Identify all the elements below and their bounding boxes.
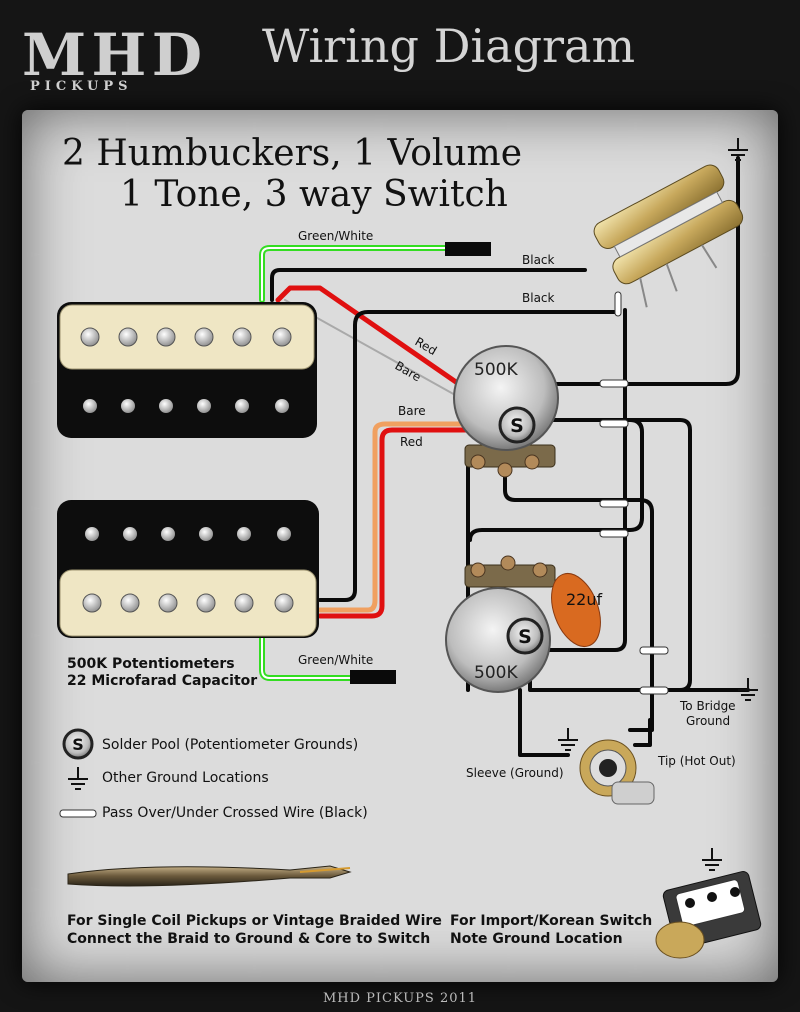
wire-ground-loop-right	[518, 156, 740, 386]
spec-potentiometers: 500K Potentiometers	[67, 656, 235, 672]
wire-tip	[633, 718, 652, 747]
legend: S Solder Pool (Potentiometer Grounds) Ot…	[59, 728, 368, 821]
label-tip: Tip (Hot Out)	[657, 754, 736, 768]
wire-red-neck	[275, 285, 511, 421]
note-braid-line1: For Single Coil Pickups or Vintage Braid…	[67, 913, 442, 929]
header-title: Wiring Diagram	[262, 19, 635, 73]
wire-ground-bridge	[528, 658, 750, 692]
ground-icon	[68, 767, 88, 790]
note-braid-line2: Connect the Braid to Ground & Core to Sw…	[67, 931, 430, 947]
pass-over-markers	[599, 291, 669, 695]
wire-green-white-bridge-stripe	[261, 629, 351, 679]
wire-green-white-neck	[259, 245, 448, 303]
capacitor-value: 22uf	[566, 590, 603, 609]
ground-icon	[738, 678, 758, 701]
ground-icon	[702, 848, 722, 871]
wire-black-bridge	[318, 310, 620, 602]
diagram-title-line1: 2 Humbuckers, 1 Volume	[62, 133, 522, 174]
bridge-cream-screws	[82, 593, 294, 613]
output-jack	[579, 739, 655, 805]
legend-solder-pool: Solder Pool (Potentiometer Grounds)	[102, 737, 358, 753]
solder-pool-icon: S	[62, 728, 94, 760]
label-bare-1: Bare	[393, 358, 424, 384]
solder-pool-volume: S	[498, 406, 536, 444]
label-ground: Ground	[686, 714, 730, 728]
label-black-2: Black	[522, 291, 555, 305]
tone-pot-value: 500K	[474, 663, 518, 683]
label-green-white-bottom: Green/White	[298, 653, 373, 667]
solder-symbol-tone: S	[518, 626, 532, 648]
legend-pass-over: Pass Over/Under Crossed Wire (Black)	[102, 805, 368, 821]
label-red-2: Red	[400, 435, 423, 449]
wire-red-bridge	[317, 427, 507, 619]
label-bare-2: Bare	[398, 404, 426, 418]
legend-solder-symbol: S	[72, 735, 84, 754]
wire-sleeve	[518, 688, 570, 757]
wire-green-white-neck-stripe	[261, 247, 446, 301]
neck-cream-screws	[80, 327, 292, 347]
bridge-black-poles	[85, 527, 291, 541]
logo-subtext: PICKUPS	[30, 79, 133, 94]
wire-end-cap-top	[445, 242, 491, 256]
solder-symbol-volume: S	[510, 415, 524, 437]
wire-vol-loop	[503, 468, 654, 732]
wire-switch-to-tone	[543, 308, 627, 652]
label-to-bridge: To Bridge	[679, 699, 736, 713]
tone-pot: 500K	[445, 555, 556, 693]
logo-text: MHD	[22, 21, 202, 89]
three-way-switch	[593, 164, 744, 308]
neck-black-poles	[83, 399, 289, 413]
solder-pool-tone: S	[506, 617, 544, 655]
note-import-line1: For Import/Korean Switch	[450, 913, 652, 929]
ground-icon	[728, 138, 748, 161]
capacitor: 22uf	[551, 573, 603, 647]
diagram-title-line2: 1 Tone, 3 way Switch	[120, 174, 508, 215]
wire-tone-loop	[468, 418, 644, 542]
wire-bare-bridge	[317, 421, 503, 613]
pass-over-icon	[59, 809, 97, 818]
volume-pot-value: 500K	[474, 360, 518, 380]
label-sleeve: Sleeve (Ground)	[466, 766, 564, 780]
label-green-white-top: Green/White	[298, 229, 373, 243]
label-black-1: Black	[522, 253, 555, 267]
legend-other-ground: Other Ground Locations	[102, 770, 269, 786]
note-import-line2: Note Ground Location	[450, 931, 623, 947]
braided-wire-image	[67, 865, 352, 887]
import-switch-image	[655, 848, 762, 959]
brand-logo: MHD PICKUPS	[22, 21, 202, 94]
bridge-humbucker	[57, 500, 319, 638]
ground-icon	[558, 728, 578, 751]
footer-text: MHD PICKUPS 2011	[323, 991, 477, 1006]
neck-humbucker	[57, 302, 317, 438]
spec-capacitor: 22 Microfarad Capacitor	[67, 673, 257, 689]
wire-end-cap-bottom	[350, 670, 396, 684]
wire-black-neck	[270, 268, 587, 302]
